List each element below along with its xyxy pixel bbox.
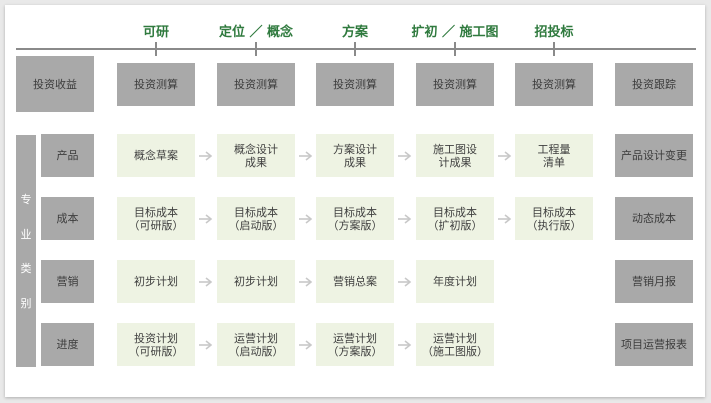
deliverable-cell: 年度计划 <box>416 260 494 303</box>
deliverable-cell: 概念草案 <box>117 134 195 177</box>
deliverable-cell: 运营计划 （方案版） <box>316 323 394 366</box>
tracking-output: 项目运营报表 <box>615 323 693 366</box>
arrow-right-icon <box>398 339 412 350</box>
phase-tick <box>255 42 257 56</box>
deliverable-cell: 目标成本 （可研版） <box>117 197 195 240</box>
arrow-right-icon <box>497 150 511 161</box>
investment-tracking-label: 投资跟踪 <box>615 63 693 106</box>
category-name: 产品 <box>41 134 94 177</box>
side-label-char: 别 <box>20 296 32 310</box>
deliverable-cell: 初步计划 <box>117 260 195 303</box>
category-name: 进度 <box>41 323 94 366</box>
arrow-right-icon <box>199 150 213 161</box>
deliverable-cell: 投资计划 （可研版） <box>117 323 195 366</box>
phase-label: 招投标 <box>534 25 574 40</box>
investment-estimate-cell: 投资测算 <box>117 63 195 106</box>
phase-tick <box>354 42 356 56</box>
investment-estimate-cell: 投资测算 <box>316 63 394 106</box>
arrow-right-icon <box>497 213 511 224</box>
phase-tick <box>155 42 157 56</box>
deliverable-cell: 营销总案 <box>316 260 394 303</box>
deliverable-cell: 方案设计 成果 <box>316 134 394 177</box>
arrow-right-icon <box>298 339 312 350</box>
tracking-output: 产品设计变更 <box>615 134 693 177</box>
deliverable-cell: 工程量 清单 <box>515 134 593 177</box>
arrow-right-icon <box>398 276 412 287</box>
professional-category-label: 专业类别 <box>16 135 36 367</box>
deliverable-cell: 运营计划 （启动版） <box>217 323 295 366</box>
side-label-char: 类 <box>20 262 32 276</box>
category-name: 成本 <box>41 197 94 240</box>
deliverable-cell: 施工图设 计成果 <box>416 134 494 177</box>
side-label-char: 业 <box>20 227 32 241</box>
side-label-char: 专 <box>20 193 32 207</box>
deliverable-cell: 概念设计 成果 <box>217 134 295 177</box>
phase-label: 定位 ／ 概念 <box>218 25 294 40</box>
deliverable-cell: 目标成本 （扩初版） <box>416 197 494 240</box>
deliverable-cell: 目标成本 （启动版） <box>217 197 295 240</box>
timeline-line <box>16 48 696 50</box>
investment-estimate-cell: 投资测算 <box>416 63 494 106</box>
investment-return-label: 投资收益 <box>16 56 94 112</box>
deliverable-cell: 目标成本 （执行版） <box>515 197 593 240</box>
arrow-right-icon <box>398 150 412 161</box>
phase-label: 可研 <box>142 25 169 40</box>
deliverable-cell: 目标成本 （方案版） <box>316 197 394 240</box>
arrow-right-icon <box>298 213 312 224</box>
investment-estimate-cell: 投资测算 <box>217 63 295 106</box>
arrow-right-icon <box>199 213 213 224</box>
phase-tick <box>454 42 456 56</box>
investment-estimate-cell: 投资测算 <box>515 63 593 106</box>
tracking-output: 动态成本 <box>615 197 693 240</box>
category-name: 营销 <box>41 260 94 303</box>
phase-tick <box>553 42 555 56</box>
arrow-right-icon <box>398 213 412 224</box>
arrow-right-icon <box>199 339 213 350</box>
phase-label: 扩初 ／ 施工图 <box>411 25 499 40</box>
arrow-right-icon <box>199 276 213 287</box>
deliverable-cell: 初步计划 <box>217 260 295 303</box>
deliverable-cell: 运营计划 （施工图版） <box>416 323 494 366</box>
phase-label: 方案 <box>341 25 368 40</box>
arrow-right-icon <box>298 276 312 287</box>
arrow-right-icon <box>298 150 312 161</box>
tracking-output: 营销月报 <box>615 260 693 303</box>
